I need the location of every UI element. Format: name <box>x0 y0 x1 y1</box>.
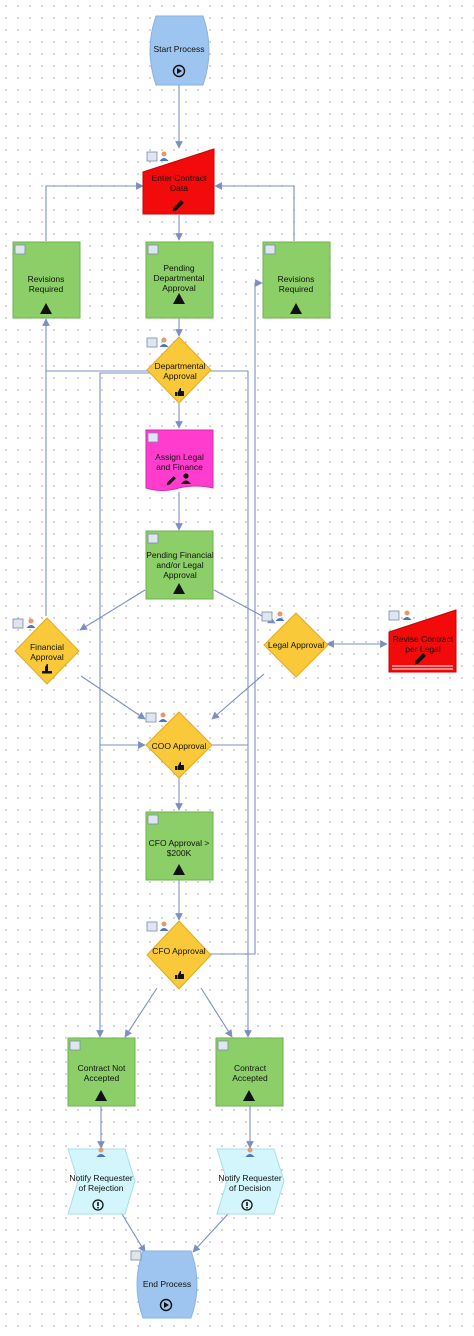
task-list-icon <box>147 533 159 544</box>
task-list-icon <box>147 244 159 255</box>
pencil-icon <box>414 653 426 665</box>
connector-cfo-to-revisions-right <box>210 279 263 955</box>
info-circle-icon <box>92 1199 104 1211</box>
assign-legal-finance-node[interactable] <box>145 429 214 491</box>
play-circle-icon <box>159 1298 173 1312</box>
task-list-icon <box>388 610 400 621</box>
task-list-icon <box>147 432 159 443</box>
cfo-approval-node[interactable] <box>146 920 212 990</box>
task-list-icon <box>12 618 24 629</box>
revisions-required-left-node[interactable] <box>12 241 81 319</box>
thumbs-up-icon <box>175 971 184 979</box>
warning-triangle-icon <box>173 293 185 304</box>
user-icon <box>245 1147 255 1157</box>
start-process-node[interactable] <box>149 15 210 86</box>
warning-triangle-icon <box>95 1090 107 1101</box>
pencil-icon <box>172 200 184 212</box>
task-list-icon <box>147 814 159 825</box>
warning-triangle-icon <box>173 864 185 875</box>
notify-decision-node[interactable] <box>216 1147 285 1215</box>
play-circle-icon <box>172 64 186 78</box>
task-list-icon <box>146 337 158 348</box>
departmental-approval-node[interactable] <box>146 336 212 404</box>
contract-accepted-node[interactable] <box>215 1037 284 1107</box>
connector-cfo-to-not-accepted <box>124 987 158 1038</box>
user-icon <box>159 337 169 347</box>
end-process-node[interactable] <box>130 1250 198 1319</box>
user-icon <box>159 151 169 161</box>
connector-legal-to-coo <box>211 673 265 720</box>
user-icon <box>26 618 36 628</box>
task-list-icon <box>261 611 273 622</box>
warning-triangle-icon <box>40 303 52 314</box>
contract-not-accepted-node[interactable] <box>67 1037 136 1107</box>
connector-dept-approval-to-not-accepted <box>96 372 150 1038</box>
revisions-required-right-node[interactable] <box>262 241 331 319</box>
thumbs-up-icon <box>42 664 52 674</box>
task-list-icon <box>69 1040 81 1051</box>
thumbs-up-icon <box>175 388 184 396</box>
connector-revisions-right-to-enter <box>214 182 295 241</box>
legal-approval-node[interactable] <box>261 611 329 678</box>
task-list-icon <box>217 1040 229 1051</box>
connector-notify-decision-to-end <box>192 1213 229 1253</box>
user-icon <box>158 712 168 722</box>
connector-notify-rejection-to-end <box>121 1213 146 1253</box>
task-list-icon <box>14 244 26 255</box>
coo-approval-node[interactable] <box>145 711 213 779</box>
user-icon <box>159 921 169 931</box>
info-circle-icon <box>241 1199 253 1211</box>
warning-triangle-icon <box>243 1090 255 1101</box>
pending-departmental-approval-node[interactable] <box>145 241 214 319</box>
thumbs-up-icon <box>175 762 184 770</box>
cfo-approval-200k-node[interactable] <box>145 811 214 881</box>
pencil-user-icon <box>166 473 191 486</box>
pending-financial-legal-node[interactable] <box>145 530 214 600</box>
warning-triangle-icon <box>290 303 302 314</box>
financial-approval-node[interactable] <box>12 617 80 685</box>
connector-pending-to-financial <box>79 589 146 631</box>
connector-cfo-to-accepted <box>200 987 233 1038</box>
revise-contract-node[interactable] <box>388 609 457 673</box>
notify-rejection-node[interactable] <box>67 1147 136 1215</box>
task-list-icon <box>264 244 276 255</box>
connectors <box>42 85 388 1253</box>
connector-revisions-left-to-enter <box>45 182 144 241</box>
task-list-icon <box>130 1250 142 1261</box>
enter-contract-node[interactable] <box>142 148 215 215</box>
user-icon <box>96 1147 106 1157</box>
connector-financial-to-coo <box>80 675 146 720</box>
user-icon <box>402 610 412 620</box>
task-list-icon <box>145 712 157 723</box>
user-icon <box>275 611 285 621</box>
connector-dept-approval-to-revisions-left <box>42 318 148 372</box>
connector-dept-approval-to-accepted <box>210 370 252 1038</box>
warning-triangle-icon <box>173 583 185 594</box>
task-list-icon <box>146 921 158 932</box>
task-list-icon <box>146 151 158 162</box>
